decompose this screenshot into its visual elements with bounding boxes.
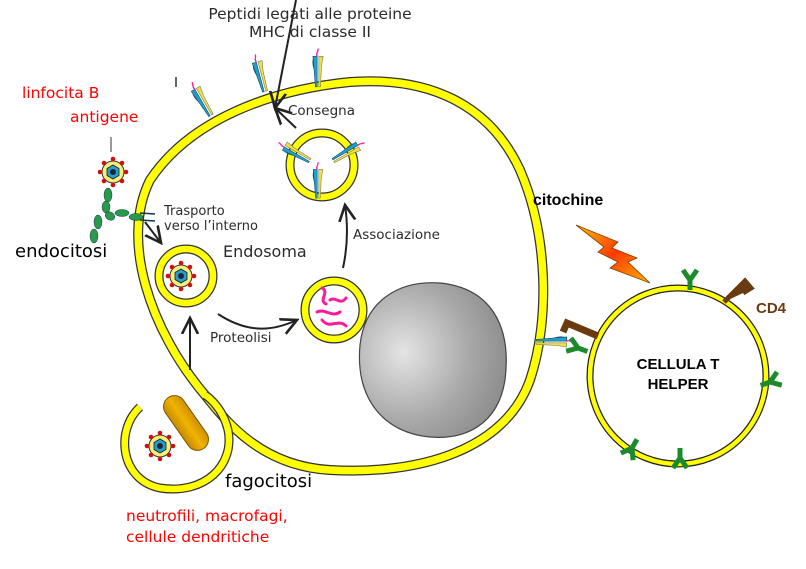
surface-mhc-icon	[186, 78, 217, 119]
bacterium-icon	[163, 395, 209, 451]
cytokine-bolt-icon	[575, 224, 651, 284]
endosome-label: Endosoma	[223, 242, 307, 261]
delivery-label: Consegna	[288, 103, 355, 119]
surface-mhc-icon	[249, 52, 271, 94]
phagocytosis-label: fagocitosi	[225, 471, 313, 492]
t-helper-cell	[559, 270, 782, 468]
proteolysis-arrow	[217, 313, 297, 329]
t-helper-label: CELLULA T HELPER	[626, 356, 730, 394]
phagocytes-line-1: neutrofili, macrofagi,	[126, 507, 288, 525]
transport-line-2: verso l’interno	[164, 218, 258, 234]
b-cell-label: linfocita B	[22, 84, 100, 102]
t-helper-line-1: CELLULA T	[636, 356, 720, 373]
cd4-molecule-icon	[722, 277, 755, 304]
proteolysis-label: Proteolisi	[210, 330, 272, 346]
cytokines-label: citochine	[533, 192, 604, 209]
b-cell-receptor-antibody-icon	[89, 187, 156, 244]
title-line-2: MHC di classe II	[249, 22, 371, 41]
cd4-label: CD4	[756, 300, 787, 317]
delivery-arrow	[275, 0, 297, 108]
antigen-label: antigene	[70, 108, 139, 126]
nucleus	[358, 282, 507, 438]
peptide-fragments-icon	[315, 286, 348, 328]
antigen-virus-icon	[97, 156, 129, 188]
transport-line-1: Trasporto	[164, 204, 225, 219]
transport-label: Trasporto verso l’interno	[164, 204, 258, 235]
phagocytes-label: neutrofili, macrofagi, cellule dendritic…	[126, 507, 288, 547]
proteolysis-vesicle	[300, 276, 368, 344]
association-label: Associazione	[353, 227, 440, 243]
diagram-title: Peptidi legati alle proteine MHC di clas…	[208, 5, 412, 42]
phagocytes-line-2: cellule dendritiche	[126, 527, 270, 546]
endocytosis-arrow	[144, 221, 161, 243]
phagocytosed-antigen-icon	[144, 430, 176, 462]
endocytosis-label: endocitosi	[15, 241, 108, 262]
t-helper-line-2: HELPER	[647, 376, 709, 394]
cd4-molecule-icon	[559, 318, 600, 340]
association-arrow	[343, 205, 347, 269]
title-line-1: Peptidi legati alle proteine	[208, 5, 412, 23]
mhc-loading-vesicle	[275, 128, 368, 202]
endosome-vesicle	[154, 244, 218, 308]
